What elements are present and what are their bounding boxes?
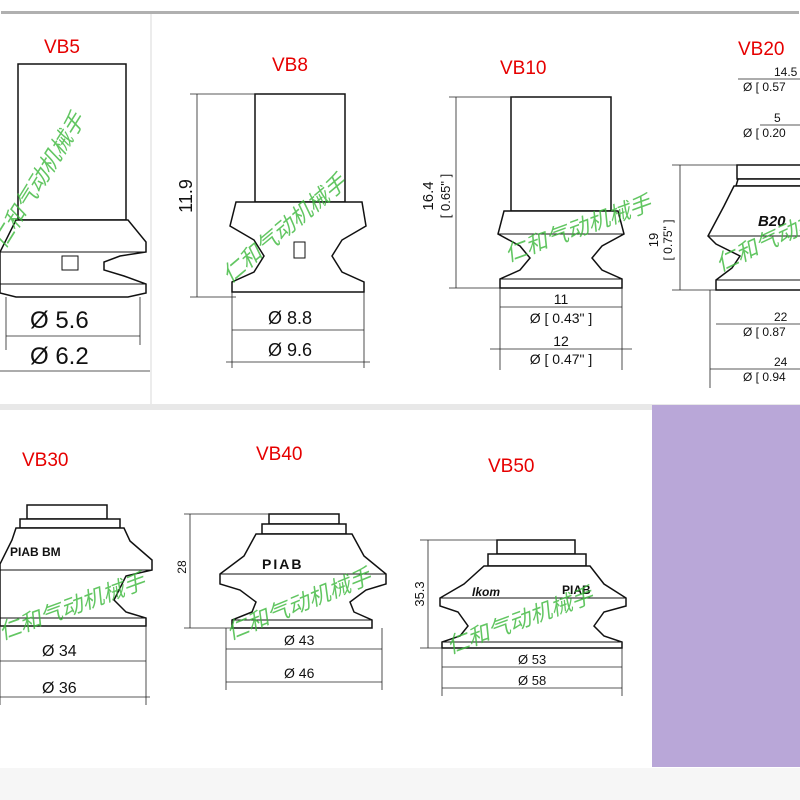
dimension-label: Ø 58 [518,673,546,688]
cup-bellows [0,219,147,298]
dimension-label: 11.9 [176,179,196,213]
cup-collar [735,178,800,187]
cup-ridges [220,573,386,621]
dimension-label: Ø 36 [42,680,77,697]
cup-ridges [0,569,152,619]
dimension-label: 14.5 [774,65,798,79]
cup-window [61,255,79,271]
dimension-label: 16.4 [420,181,437,210]
column-separator [150,14,152,404]
panel-vb5: VB5 Ø 5.6 Ø 6.2 仁和气动机械手 [0,37,150,372]
body-marking: B20 [758,213,786,230]
empty-lavender-panel [652,405,800,767]
dimension-label: Ø 43 [284,632,315,648]
dimension-label: 28 [175,560,189,574]
body-marking: PIAB BM [10,545,61,559]
footer-strip [0,768,800,800]
dimension-label: Ø [ 0.20 [743,126,786,140]
cup-bellows [707,185,800,291]
cup-ridges [498,233,624,280]
dimension-label: 5 [774,111,781,125]
cup-collar [261,523,347,535]
cup-ridges [440,597,626,643]
dimension-label: 12 [553,333,569,349]
dimension-label: Ø 8.8 [268,308,312,328]
panel-vb10: VB10 16.4 [ 0.65" ] 11 Ø [ 0.43" ] 12 Ø … [420,58,657,370]
dimension-label: Ø 53 [518,652,546,667]
panel-vb50: VB50 Ikom PIAB 35.3 Ø 53 Ø 58 仁和气动机械手 [412,456,627,696]
top-border [1,11,799,14]
panel-title: VB5 [44,37,80,58]
dimension-label: [ 0.75" ] [661,220,675,261]
dimension-label: Ø [ 0.87 [743,325,786,339]
dimension-label: Ø 5.6 [30,307,89,334]
panel-title: VB10 [500,58,546,79]
cup-collar [487,553,587,567]
body-marking: PIAB [562,583,591,597]
dimension-label: 35.3 [412,581,427,606]
cup-ridges [0,251,146,285]
cup-collar [19,518,121,529]
panel-title: VB40 [256,444,302,465]
cup-neck [736,164,800,180]
dimension-label: Ø 34 [42,643,77,660]
panel-vb30: VB30 PIAB BM Ø 34 Ø 36 仁和气动机械手 [0,450,153,705]
cup-window [293,241,306,259]
dimension-label: Ø [ 0.94 [743,370,786,384]
dimension-label: Ø 9.6 [268,340,312,360]
dimension-label: 24 [774,355,788,369]
cup-neck [268,513,340,525]
dimension-label: Ø [ 0.57 [743,80,786,94]
cup-bellows [0,527,153,627]
body-marking: Ikom [472,585,500,599]
panel-vb8: VB8 11.9 Ø 8.8 Ø 9.6 仁和气动机械手 [176,55,370,368]
dimension-label: 19 [646,233,661,247]
dimension-label: Ø [ 0.43" ] [530,310,593,326]
dimension-label: Ø 46 [284,665,315,681]
dimension-label: [ 0.65" ] [438,174,453,218]
panel-vb20: VB20 14.5 Ø [ 0.57 5 Ø [ 0.20 B20 19 [ 0… [646,39,800,388]
body-marking: PIAB [262,556,303,572]
dimension-label: 11 [554,291,569,307]
panel-title: VB30 [22,450,68,471]
row-separator [0,404,800,410]
panel-title: VB20 [738,39,784,60]
cup-stem [510,96,612,212]
dimension-label: Ø 6.2 [30,343,89,370]
cup-ridges [708,235,800,281]
dimension-label: Ø [ 0.47" ] [530,351,593,367]
cup-neck [26,504,108,520]
panel-title: VB8 [272,55,308,76]
panel-title: VB50 [488,456,534,477]
panel-vb40: VB40 PIAB 28 Ø 43 Ø 46 仁和气动机械手 [175,444,387,690]
dimension-label: 22 [774,310,788,324]
cup-neck [496,539,576,555]
